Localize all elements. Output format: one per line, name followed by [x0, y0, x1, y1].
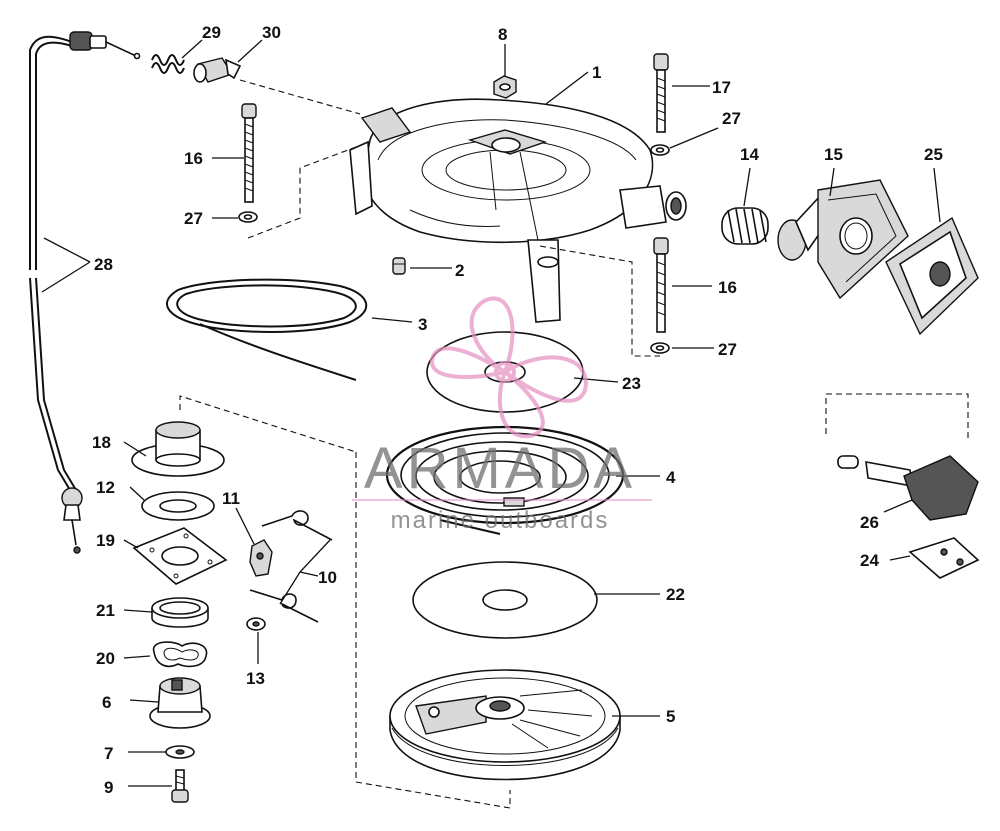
leader-lines: [41, 39, 941, 787]
propeller-logo-icon: [430, 296, 589, 439]
callout-27-upper-right: 27: [722, 109, 741, 128]
part-18-drive-cup: [131, 421, 225, 477]
callout-19: 19: [96, 531, 115, 550]
callout-12: 12: [96, 478, 115, 497]
callout-8: 8: [498, 25, 507, 44]
callout-30: 30: [262, 23, 281, 42]
part-7-washer: [165, 745, 195, 759]
watermark-tagline: marine outboards: [391, 507, 610, 534]
part-25-cover-plate: [885, 216, 979, 336]
part-30-plunger: [193, 57, 242, 83]
part-24-retainer-clip: [908, 537, 980, 579]
part-13-nut: [246, 617, 266, 631]
callout-29: 29: [202, 23, 221, 42]
part-27-washer-lower-right: [650, 342, 670, 354]
part-4-recoil-spring: [385, 425, 625, 535]
callout-6: 6: [102, 693, 111, 712]
part-8-nut: [493, 75, 517, 99]
part-11-pawl: [249, 539, 273, 577]
part-3-starter-rope: [166, 278, 368, 381]
watermark-brand: ARMADA: [364, 436, 636, 501]
part-27-washer-upper-right: [650, 144, 670, 156]
watermark-logo: [430, 296, 589, 439]
callout-16-left: 16: [184, 149, 203, 168]
callout-11: 11: [222, 489, 240, 508]
callout-18: 18: [92, 433, 111, 452]
part-14-spring: [721, 207, 769, 245]
part-20-seal: [152, 641, 208, 668]
callout-16-right: 16: [718, 278, 737, 297]
part-19-gasket: [132, 527, 228, 585]
part-12-washer: [141, 491, 215, 521]
callout-27-lower-right: 27: [718, 340, 737, 359]
callout-17: 17: [712, 78, 731, 97]
callout-5: 5: [666, 707, 675, 726]
part-21-bushing: [151, 597, 209, 628]
callout-28: 28: [94, 255, 113, 274]
callout-21: 21: [96, 601, 115, 620]
callout-27-left: 27: [184, 209, 203, 228]
callout-10: 10: [318, 568, 337, 587]
part-17-screw: [653, 53, 669, 133]
part-9-screw: [171, 769, 189, 803]
callout-26: 26: [860, 513, 879, 532]
part-29-spring: [151, 54, 185, 74]
callout-20: 20: [96, 649, 115, 668]
part-6-hub: [149, 677, 211, 729]
part-28-cable: [29, 31, 141, 554]
part-1-starter-housing: [349, 98, 687, 323]
part-15-rope-guide: [777, 179, 909, 300]
part-26-starter-handle: [837, 455, 979, 521]
callout-4: 4: [666, 468, 676, 487]
part-27-washer-left: [238, 211, 258, 223]
callout-24: 24: [860, 551, 879, 570]
callout-9: 9: [104, 778, 113, 797]
callout-22: 22: [666, 585, 685, 604]
part-5-pulley: [389, 669, 621, 781]
callout-23: 23: [622, 374, 641, 393]
callout-13: 13: [246, 669, 265, 688]
part-16-screw-left: [241, 103, 257, 203]
assembly-lines: [179, 79, 969, 809]
part-16-screw-right: [653, 237, 669, 333]
callout-3: 3: [418, 315, 427, 334]
part-2-bolt: [392, 257, 406, 275]
callout-25: 25: [924, 145, 943, 164]
callout-15: 15: [824, 145, 843, 164]
callout-labels: 1 2 3 4 5 6 7 8 9 10 11 12 13 14 15 16 1…: [92, 23, 943, 797]
callout-7: 7: [104, 744, 113, 763]
part-22-spring-plate: [412, 561, 598, 639]
callout-2: 2: [455, 261, 464, 280]
callout-14: 14: [740, 145, 759, 164]
callout-1: 1: [592, 63, 601, 82]
